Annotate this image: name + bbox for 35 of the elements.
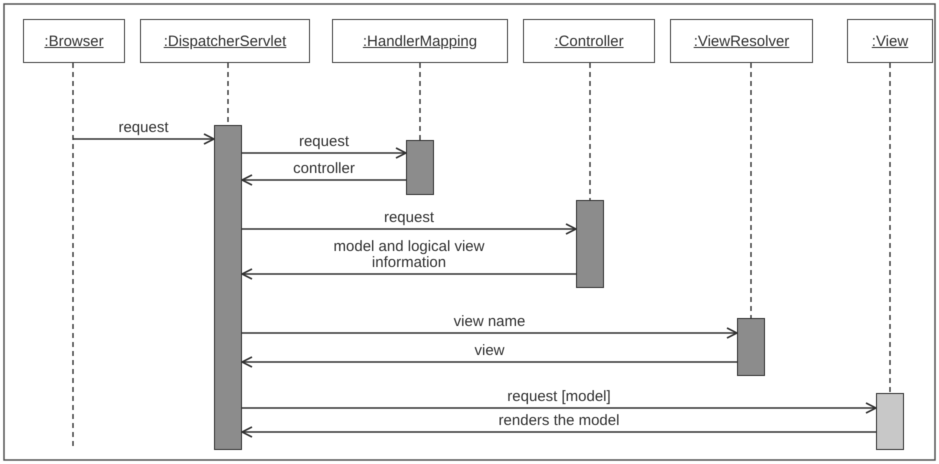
lifeline-header [670,19,813,63]
object-name: :Browser [44,32,104,50]
message-arrow [241,426,876,438]
lifeline-header [140,19,310,63]
activation-bar [737,318,765,376]
lifeline-header [23,19,125,63]
message-arrow [241,356,737,368]
message-arrow [242,327,738,339]
object-name: :ViewResolver [694,32,790,50]
lifeline [889,63,891,393]
activation-bar [876,393,904,450]
message-arrow [242,402,877,414]
message-arrow [241,268,576,280]
lifeline-header [332,19,508,63]
object-name: :View [872,32,908,50]
object-name: :HandlerMapping [362,32,478,50]
message-arrow [242,223,577,235]
activation-bar [576,200,604,288]
message-label: request [298,134,350,150]
message-label: request [118,120,169,136]
lifeline [589,63,591,200]
lifeline [750,63,752,318]
message-arrow [242,147,407,159]
lifeline [419,63,421,140]
lifeline-header [523,19,655,63]
object-name: :DispatcherServlet [164,32,286,50]
message-label: request [model] [507,389,611,405]
activation-bar [214,125,242,450]
message-arrow [241,174,406,186]
object-name: :Controller [554,32,624,50]
message-label: request [384,210,434,226]
lifeline-header [847,19,933,63]
activation-bar [406,140,434,195]
message-arrow [73,133,215,145]
lifeline [227,63,229,125]
